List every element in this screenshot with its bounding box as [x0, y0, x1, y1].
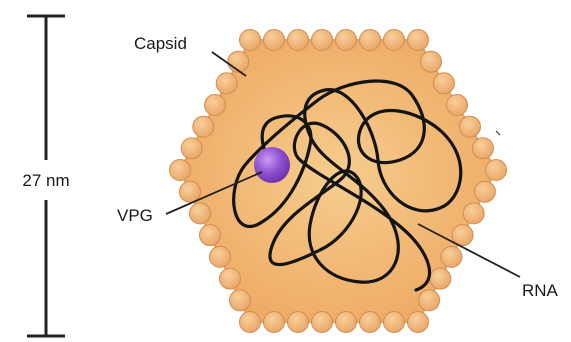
- capsid-bead: [474, 181, 495, 202]
- capsid-bead: [460, 116, 481, 137]
- capsid-bead: [190, 203, 211, 224]
- capsid-bead: [181, 138, 202, 159]
- capsid-bead: [384, 30, 405, 51]
- capsid-bead: [240, 312, 261, 333]
- capsid-bead: [288, 312, 309, 333]
- capsid-bead: [240, 30, 261, 51]
- scale-label: 27 nm: [22, 171, 69, 190]
- scale-bar: 27 nm: [22, 16, 69, 336]
- capsid-bead: [408, 30, 429, 51]
- capsid-bead: [384, 312, 405, 333]
- capsid-bead: [230, 290, 251, 311]
- capsid-bead: [408, 312, 429, 333]
- edge-tick: [496, 131, 500, 135]
- capsid-bead: [486, 160, 507, 181]
- capsid-bead: [216, 73, 237, 94]
- capsid-bead: [447, 95, 468, 116]
- capsid-bead: [336, 30, 357, 51]
- capsid-bead: [264, 30, 285, 51]
- capsid-bead: [434, 73, 455, 94]
- capsid-bead: [205, 95, 226, 116]
- vpg-label: VPG: [117, 206, 153, 225]
- capsid-bead: [193, 116, 214, 137]
- capsid-bead: [360, 312, 381, 333]
- capsid-bead: [220, 268, 241, 289]
- capsid-bead: [360, 30, 381, 51]
- capsid-bead: [441, 246, 462, 267]
- capsid-bead: [264, 312, 285, 333]
- vpg-protein: [254, 147, 290, 183]
- rna-label: RNA: [522, 281, 559, 300]
- capsid-bead: [419, 290, 440, 311]
- capsid-bead: [312, 312, 333, 333]
- capsid-bead: [421, 51, 442, 72]
- capsid-bead: [170, 160, 191, 181]
- capsid-bead: [180, 181, 201, 202]
- capsid-bead: [210, 246, 231, 267]
- capsid-bead: [200, 225, 221, 246]
- capsid-bead: [463, 203, 484, 224]
- capsid-label: Capsid: [134, 34, 187, 53]
- capsid-bead: [288, 30, 309, 51]
- capsid-bead: [228, 51, 249, 72]
- capsid-bead: [473, 138, 494, 159]
- capsid-bead: [336, 312, 357, 333]
- capsid-bead: [430, 268, 451, 289]
- capsid-bead: [312, 30, 333, 51]
